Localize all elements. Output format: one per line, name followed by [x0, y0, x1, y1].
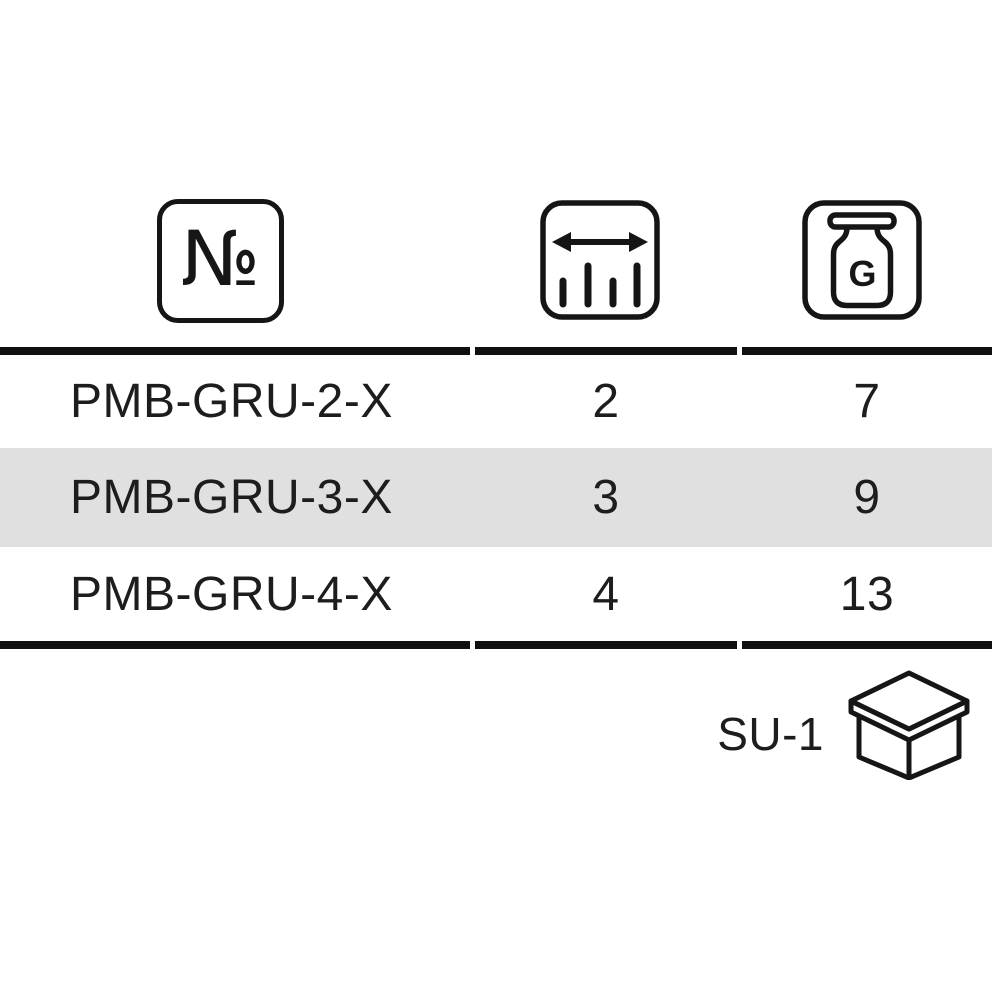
table-row: PMB-GRU-4-X 4 13 [0, 547, 992, 641]
size-cell: 3 [592, 471, 620, 524]
packaging-unit-label: SU-1 [717, 708, 824, 760]
column-header-size [540, 200, 660, 320]
weight-cell: 7 [853, 375, 881, 428]
box-icon [848, 670, 970, 780]
column-header-model-number: № [157, 199, 284, 323]
weight-letter: G [848, 253, 876, 294]
numero-icon: № [180, 214, 261, 303]
width-arrows-ruler-icon [540, 200, 660, 320]
table-top-border [0, 347, 992, 355]
size-cell: 2 [592, 375, 620, 428]
size-cell: 4 [592, 567, 620, 621]
model-cell: PMB-GRU-4-X [70, 567, 393, 621]
weight-cell: 13 [839, 567, 895, 621]
model-cell: PMB-GRU-3-X [70, 471, 393, 524]
packaging-unit: SU-1 [620, 668, 970, 782]
column-header-weight: G [802, 200, 922, 320]
table-row: PMB-GRU-2-X 2 7 [0, 355, 992, 448]
weight-cell: 9 [853, 471, 881, 524]
table-row-highlighted: PMB-GRU-3-X 3 9 [0, 448, 992, 547]
model-cell: PMB-GRU-2-X [70, 375, 393, 428]
table-bottom-border [0, 641, 992, 649]
weight-grams-icon: G [802, 200, 922, 320]
